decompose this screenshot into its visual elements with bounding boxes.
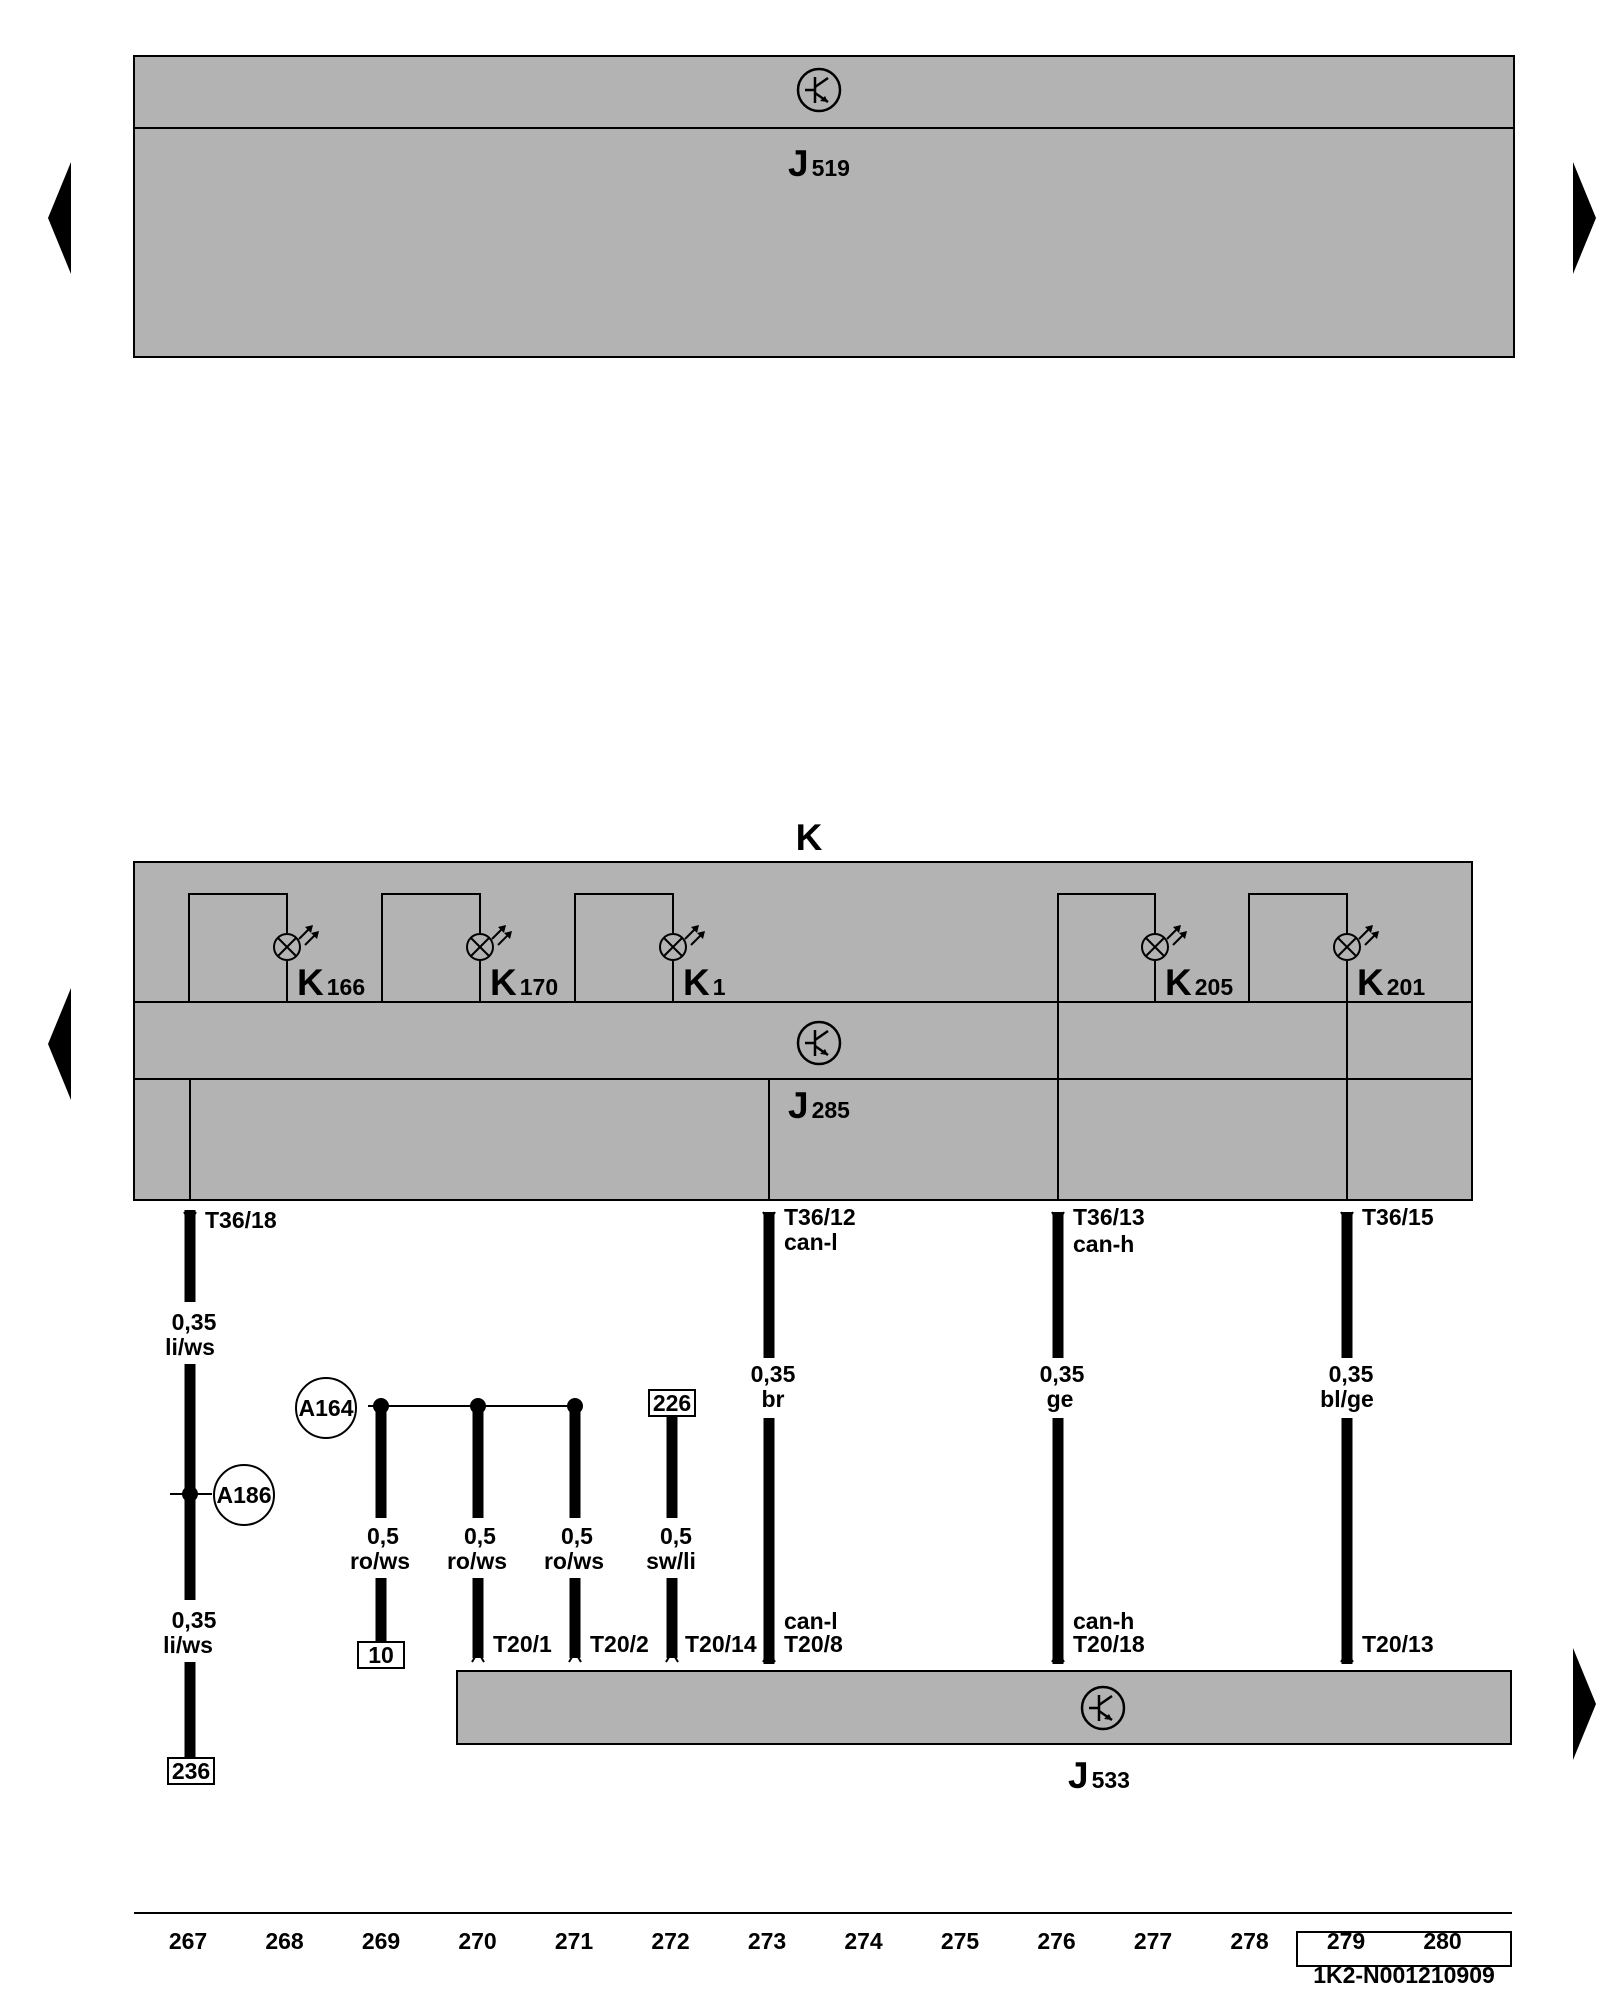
junction-a164: A164	[295, 1377, 583, 1439]
nav-arrow-right-icon[interactable]	[1573, 162, 1596, 274]
junction-a186: A186	[170, 1464, 275, 1526]
column-number: 268	[265, 1928, 304, 1954]
connector-t36-13-signal: can-h	[1073, 1231, 1134, 1257]
lamp-bulb-icon	[466, 925, 512, 961]
connector-t20-8: T20/8	[784, 1631, 843, 1657]
connector-t20-2: T20/2	[590, 1631, 649, 1657]
svg-text:li/ws: li/ws	[165, 1334, 215, 1360]
connector-t36-12: T36/12	[784, 1204, 856, 1230]
svg-text:bl/ge: bl/ge	[1320, 1386, 1374, 1412]
svg-text:0,35: 0,35	[751, 1361, 796, 1387]
nav-arrow-left-icon[interactable]	[48, 162, 71, 274]
svg-text:ro/ws: ro/ws	[544, 1548, 604, 1574]
svg-text:ge: ge	[1047, 1386, 1074, 1412]
lamp-bulb-icon	[1141, 925, 1187, 961]
column-number: 278	[1230, 1928, 1269, 1954]
module-j533-body	[456, 1670, 1512, 1745]
connector-t36-13: T36/13	[1073, 1204, 1145, 1230]
connector-t36-12-signal: can-l	[784, 1229, 838, 1255]
svg-text:236: 236	[172, 1758, 210, 1784]
svg-text:0,35: 0,35	[172, 1309, 217, 1335]
pin-arrows	[183, 1211, 1354, 1663]
svg-text:0,5: 0,5	[660, 1523, 692, 1549]
lamp-bulb-icon	[1333, 925, 1379, 961]
svg-text:ro/ws: ro/ws	[350, 1548, 410, 1574]
connector-t36-18: T36/18	[205, 1207, 277, 1233]
column-number: 273	[748, 1928, 786, 1954]
column-number: 272	[651, 1928, 689, 1954]
lamp-bulb-icon	[659, 925, 705, 961]
instrument-cluster-label: K	[796, 817, 823, 858]
connector-t20-1: T20/1	[493, 1631, 552, 1657]
column-number: 275	[941, 1928, 980, 1954]
diagram-code: 1K2-N001210909	[1296, 1931, 1512, 1988]
svg-text:A186: A186	[217, 1482, 272, 1508]
nav-arrow-left-icon[interactable]	[48, 988, 71, 1100]
module-j519-body	[133, 55, 1515, 358]
column-number: 270	[458, 1928, 496, 1954]
wire-labels: 0,35 li/ws 0,35 li/ws 0,5 ro/ws 0,5 ro/w…	[163, 1309, 1374, 1658]
column-number: 267	[169, 1928, 207, 1954]
svg-text:0,35: 0,35	[172, 1607, 217, 1633]
column-number: 277	[1134, 1928, 1172, 1954]
module-j533	[456, 1670, 1512, 1745]
control-unit-icon	[796, 1020, 842, 1066]
svg-text:br: br	[762, 1386, 785, 1412]
svg-text:sw/li: sw/li	[646, 1548, 696, 1574]
reference-box-236[interactable]: 236	[167, 1757, 215, 1785]
connector-t20-18-signal: can-h	[1073, 1608, 1134, 1634]
svg-text:0,35: 0,35	[1329, 1361, 1374, 1387]
svg-text:A164: A164	[299, 1395, 354, 1421]
control-unit-icon	[1080, 1685, 1126, 1731]
svg-text:0,35: 0,35	[1040, 1361, 1085, 1387]
svg-text:0,5: 0,5	[367, 1523, 399, 1549]
control-unit-icon	[796, 67, 842, 113]
nav-arrow-right-icon[interactable]	[1573, 1648, 1596, 1760]
svg-text:li/ws: li/ws	[163, 1632, 213, 1658]
connector-t20-13: T20/13	[1362, 1631, 1434, 1657]
connector-t20-18: T20/18	[1073, 1631, 1145, 1657]
reference-box-226[interactable]: 226	[648, 1389, 696, 1417]
column-number: 276	[1037, 1928, 1075, 1954]
svg-text:226: 226	[653, 1390, 691, 1416]
column-number: 269	[362, 1928, 400, 1954]
column-number: 274	[844, 1928, 883, 1954]
connector-t36-15: T36/15	[1362, 1204, 1434, 1230]
connector-t20-14: T20/14	[685, 1631, 757, 1657]
lamp-bulb-icon	[273, 925, 319, 961]
column-number: 271	[555, 1928, 594, 1954]
svg-text:0,5: 0,5	[464, 1523, 496, 1549]
svg-text:0,5: 0,5	[561, 1523, 593, 1549]
svg-text:10: 10	[368, 1642, 394, 1668]
svg-text:1K2-N001210909: 1K2-N001210909	[1313, 1962, 1495, 1988]
svg-text:ro/ws: ro/ws	[447, 1548, 507, 1574]
reference-box-10[interactable]: 10	[357, 1641, 405, 1669]
connector-t20-8-signal: can-l	[784, 1608, 838, 1634]
